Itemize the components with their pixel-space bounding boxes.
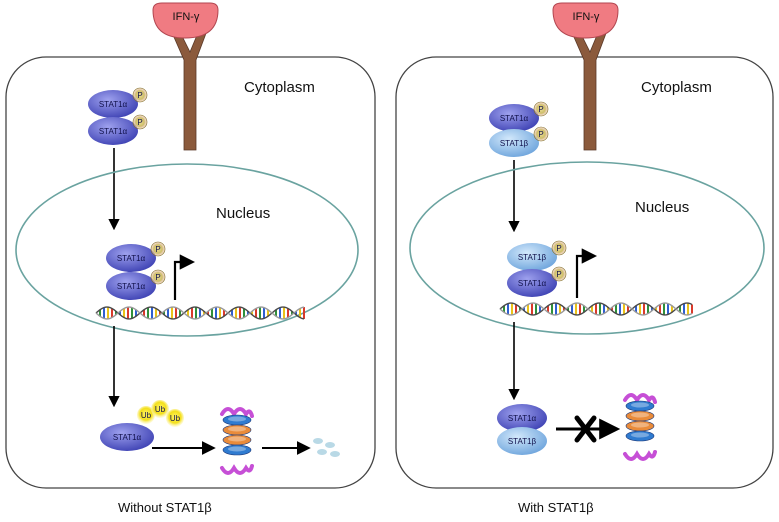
receptor-label: IFN-γ [173,11,200,23]
stat1-dimer-cytoplasm: P STAT1α P STAT1β [489,101,549,157]
receptor-label: IFN-γ [573,11,600,23]
ub-tag: Ub [155,405,166,414]
ub-tag: Ub [170,414,181,423]
svg-text:P: P [538,130,543,139]
svg-text:P: P [556,244,561,253]
svg-text:P: P [538,105,543,114]
nucleus-label: Nucleus [216,205,270,222]
stat1-label: STAT1β [500,139,529,148]
transcription-start-arrow [575,248,598,298]
caption-without-stat1b: Without STAT1β [118,500,212,515]
stat1-label: STAT1α [99,100,128,109]
svg-text:P: P [556,270,561,279]
ifn-gamma-receptor: IFN-γ [152,2,219,151]
svg-text:P: P [137,118,142,127]
block-x-icon [574,415,597,443]
ifn-gamma-receptor: IFN-γ [552,2,619,151]
cytoplasm-label: Cytoplasm [641,79,712,96]
stat1-label: STAT1β [508,437,537,446]
svg-text:P: P [137,91,142,100]
ub-tag: Ub [141,411,152,420]
dna-helix [499,302,693,316]
stat1-label: STAT1α [99,127,128,136]
transcription-start-arrow [173,254,196,300]
stat1-dimer-nucleus: P STAT1α P STAT1α [106,241,166,300]
svg-text:P: P [155,273,160,282]
cytoplasm-label: Cytoplasm [244,79,315,96]
stat1-heterodimer: STAT1α STAT1β [497,404,547,455]
stat1-label: STAT1α [518,279,547,288]
svg-text:P: P [155,245,160,254]
panel-with-stat1b: IFN-γ Cytoplasm P STAT1α P STAT1β Nucleu… [395,2,774,489]
proteasome [623,393,657,461]
stat1-label: STAT1α [117,254,146,263]
nucleus-label: Nucleus [635,199,689,216]
stat1-dimer-cytoplasm: P STAT1α P STAT1α [88,87,148,145]
stat1-label: STAT1α [508,414,537,423]
peptide-fragments [313,438,340,457]
stat1-label: STAT1α [113,433,142,442]
panel-without-stat1b: IFN-γ Cytoplasm P STAT1α P STAT1α Nucleu… [5,2,376,489]
stat1-label: STAT1α [500,114,529,123]
stat1-dimer-nucleus: P STAT1β P STAT1α [507,240,567,297]
ubiquitinated-stat1a: STAT1α Ub Ub Ub [100,400,184,451]
nucleus-envelope [409,161,765,335]
stat1-label: STAT1α [117,282,146,291]
proteasome [220,407,254,475]
stat1-label: STAT1β [518,253,547,262]
nucleus-envelope [15,163,359,337]
dna-helix [95,306,305,320]
caption-with-stat1b: With STAT1β [518,500,594,515]
